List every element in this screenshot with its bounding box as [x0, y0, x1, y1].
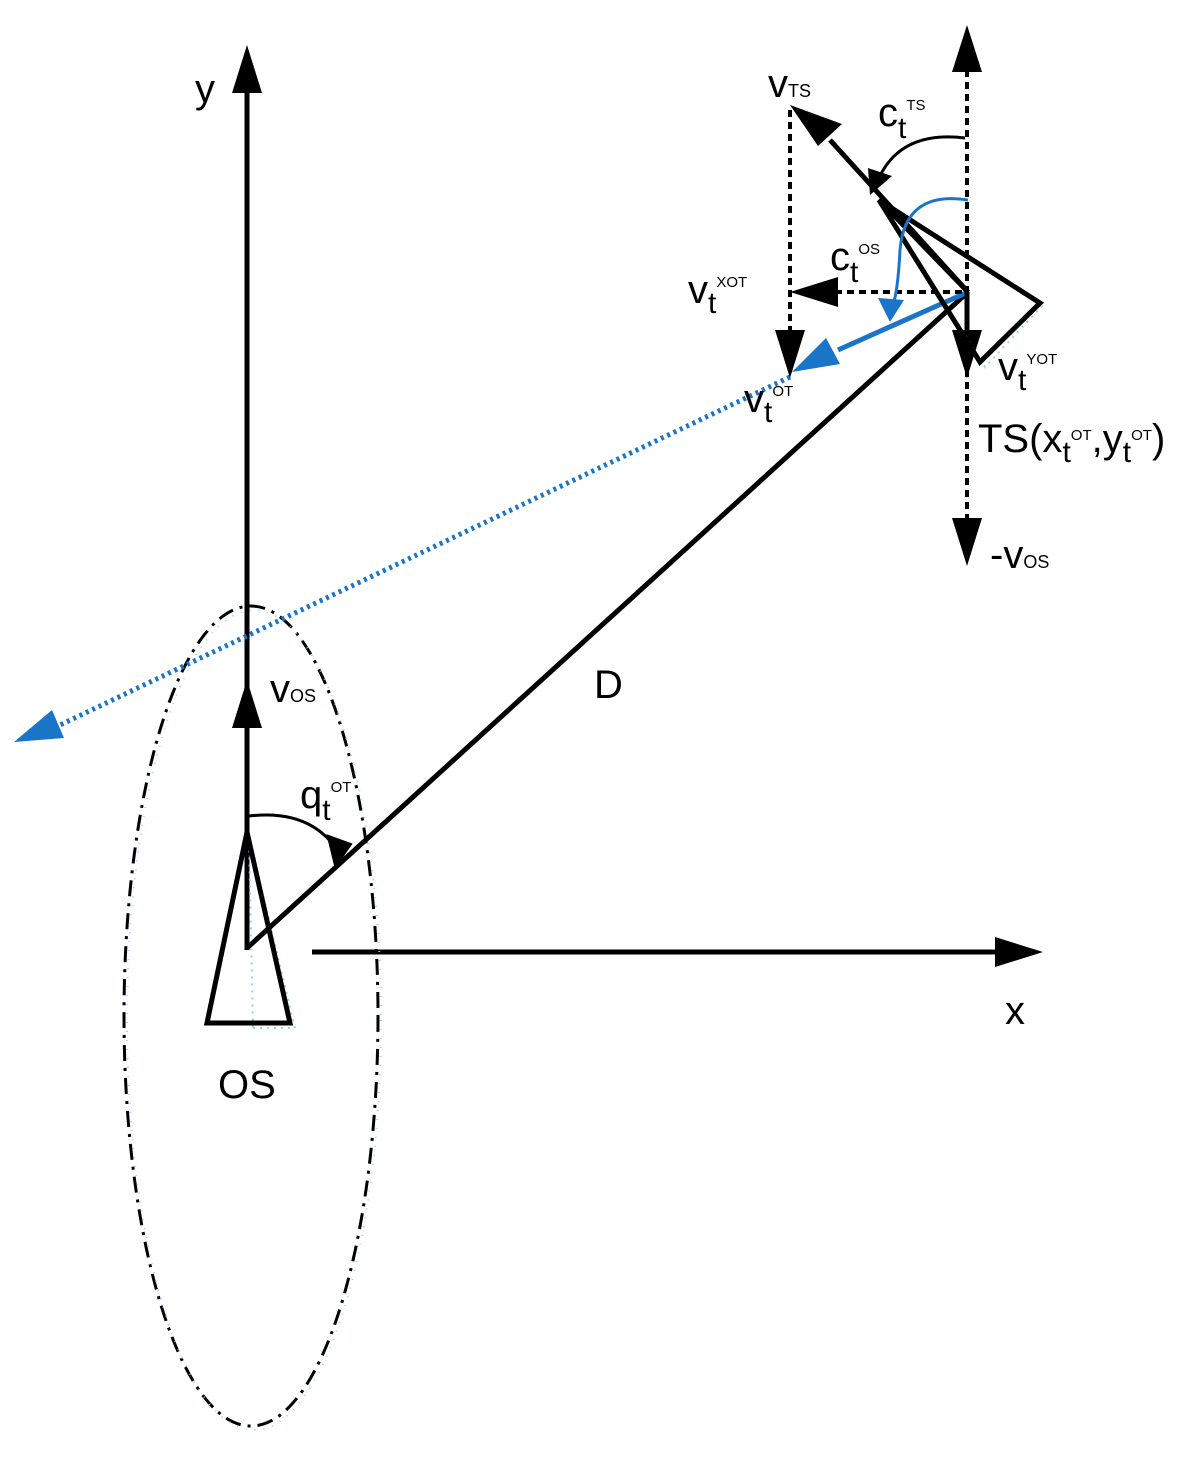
vy-label: vtYOT [998, 345, 1057, 397]
vx-label: vtXOT [688, 268, 747, 320]
q-angle-label: qtOT [300, 773, 351, 827]
own-ship-hull [203, 831, 297, 1029]
vx-component [790, 277, 962, 307]
x-axis-label: x [1005, 989, 1025, 1033]
c-os-label: ctOS [830, 235, 880, 289]
y-axis-label: y [195, 67, 215, 111]
c-os-angle-arc [878, 197, 969, 322]
v-relative-label: vtOT [744, 377, 793, 429]
relative-velocity-vector [836, 289, 970, 353]
distance-line [245, 290, 970, 950]
v-ts-label: vTS [768, 62, 811, 106]
v-ot-vertical-dashed [775, 110, 805, 378]
x-axis [312, 937, 1043, 967]
neg-v-os-label: -vOS [990, 533, 1049, 577]
c-ts-angle-arc [868, 135, 966, 195]
distance-label: D [594, 663, 623, 707]
target-ship-hull [876, 197, 1045, 369]
relative-motion-arrowhead [14, 710, 64, 742]
ts-vertical-dashed [952, 25, 982, 566]
own-ship-label: OS [218, 1063, 276, 1107]
vy-component [952, 292, 982, 378]
os-domain-ellipse [122, 604, 380, 1428]
c-ts-label: ctTS [878, 91, 926, 145]
relative-motion-extension [58, 374, 792, 728]
q-angle-arc [248, 813, 353, 870]
y-axis [232, 45, 262, 950]
v-os-arrowhead [232, 680, 262, 728]
ts-position-label: TS(xtOT,ytOT) [978, 417, 1165, 469]
v-os-label: vOS [270, 667, 316, 711]
